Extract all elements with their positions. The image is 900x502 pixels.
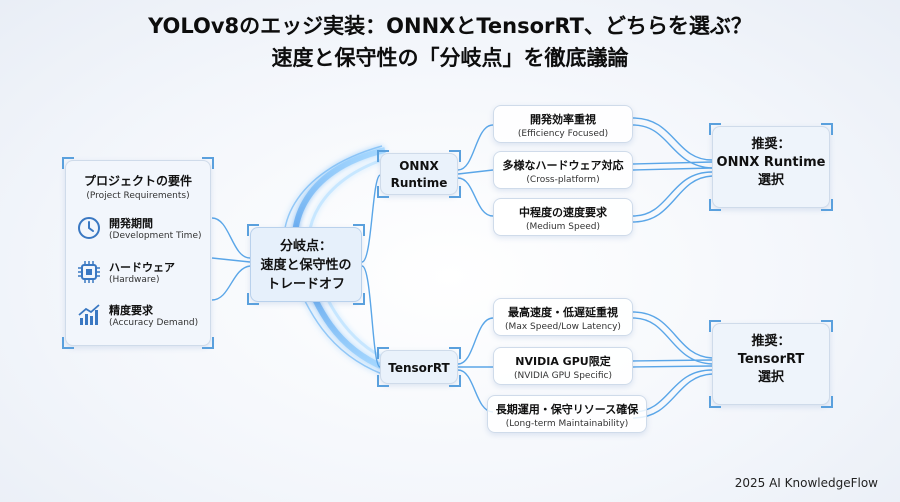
trt-feature-maintainability: 長期運用・保守リソース確保 (Long-term Maintainability…: [487, 395, 647, 433]
branch-line-1: 分岐点：: [279, 239, 332, 254]
recommend-line-2: ONNX Runtime: [716, 155, 826, 170]
recommend-onnx: 推奨： ONNX Runtime 選択: [709, 123, 833, 211]
requirements-subtitle: (Project Requirements): [86, 191, 190, 201]
recommend-tensorrt: 推奨： TensorRT 選択: [709, 320, 833, 408]
onnx-connectors: [457, 117, 713, 223]
branch-point-node: 分岐点： 速度と保守性の トレードオフ: [247, 224, 365, 305]
clock-icon: [78, 217, 100, 239]
req-item-hardware: ハードウェア (Hardware): [76, 259, 175, 285]
title-line-2: 速度と保守性の「分岐点」を徹底議論: [271, 46, 629, 70]
page-title: YOLOv8のエッジ実装：ONNXとTensorRT、どちらを選ぶ？ 速度と保守…: [0, 10, 900, 74]
tensorrt-label: TensorRT: [388, 361, 450, 375]
onnx-line-2: Runtime: [390, 176, 448, 190]
onnx-runtime-node: ONNX Runtime: [377, 150, 461, 198]
feature-label: 長期運用・保守リソース確保: [495, 403, 639, 416]
feature-sub: (Max Speed/Low Latency): [505, 322, 621, 332]
tensorrt-node: TensorRT: [377, 347, 461, 387]
feature-sub: (Efficiency Focused): [517, 129, 609, 139]
feature-sub: (Medium Speed): [525, 222, 601, 232]
req-label: 開発期間: [109, 217, 153, 230]
req-item-accuracy: 精度要求 (Accuracy Demand): [76, 302, 198, 328]
branch-line-3: トレードオフ: [266, 277, 345, 292]
footer-credit: 2025 AI KnowledgeFlow: [734, 476, 878, 490]
req-sub: (Hardware): [109, 275, 160, 285]
recommend-line-1: 推奨：: [751, 137, 791, 152]
title-line-1: YOLOv8のエッジ実装：ONNXとTensorRT、どちらを選ぶ？: [148, 14, 752, 38]
recommend-line-2: TensorRT: [737, 352, 805, 367]
recommend-line-1: 推奨：: [751, 334, 791, 349]
chart-icon: [78, 304, 100, 325]
recommend-line-3: 選択: [757, 370, 784, 385]
req-connectors: [211, 174, 381, 368]
onnx-line-1: ONNX: [399, 159, 439, 173]
onnx-feature-cross-platform: 多様なハードウェア対応 (Cross-platform): [493, 151, 633, 189]
onnx-feature-medium-speed: 中程度の速度要求 (Medium Speed): [493, 198, 633, 236]
req-sub: (Accuracy Demand): [109, 318, 199, 328]
feature-label: 最高速度・低遅延重視: [508, 306, 618, 319]
requirements-title: プロジェクトの要件: [83, 174, 192, 188]
chip-icon: [78, 261, 100, 283]
feature-label: 多様なハードウェア対応: [502, 159, 624, 172]
onnx-feature-efficiency: 開発効率重視 (Efficiency Focused): [493, 105, 633, 143]
req-label: ハードウェア: [109, 261, 175, 274]
feature-sub: (Long-term Maintainability): [505, 419, 629, 429]
req-sub: (Development Time): [109, 231, 202, 241]
req-label: 精度要求: [109, 304, 153, 317]
requirements-panel: プロジェクトの要件 (Project Requirements) 開発期間 (D…: [62, 157, 214, 349]
req-item-development-time: 開発期間 (Development Time): [76, 215, 202, 241]
feature-label: NVIDIA GPU限定: [515, 355, 611, 368]
trt-feature-nvidia-gpu: NVIDIA GPU限定 (NVIDIA GPU Specific): [493, 347, 633, 385]
feature-sub: (NVIDIA GPU Specific): [513, 371, 613, 381]
recommend-line-3: 選択: [757, 173, 784, 188]
branch-line-2: 速度と保守性の: [260, 258, 352, 273]
feature-label: 中程度の速度要求: [519, 206, 607, 219]
trt-feature-max-speed: 最高速度・低遅延重視 (Max Speed/Low Latency): [493, 298, 633, 336]
feature-label: 開発効率重視: [530, 113, 596, 126]
feature-sub: (Cross-platform): [526, 175, 600, 185]
